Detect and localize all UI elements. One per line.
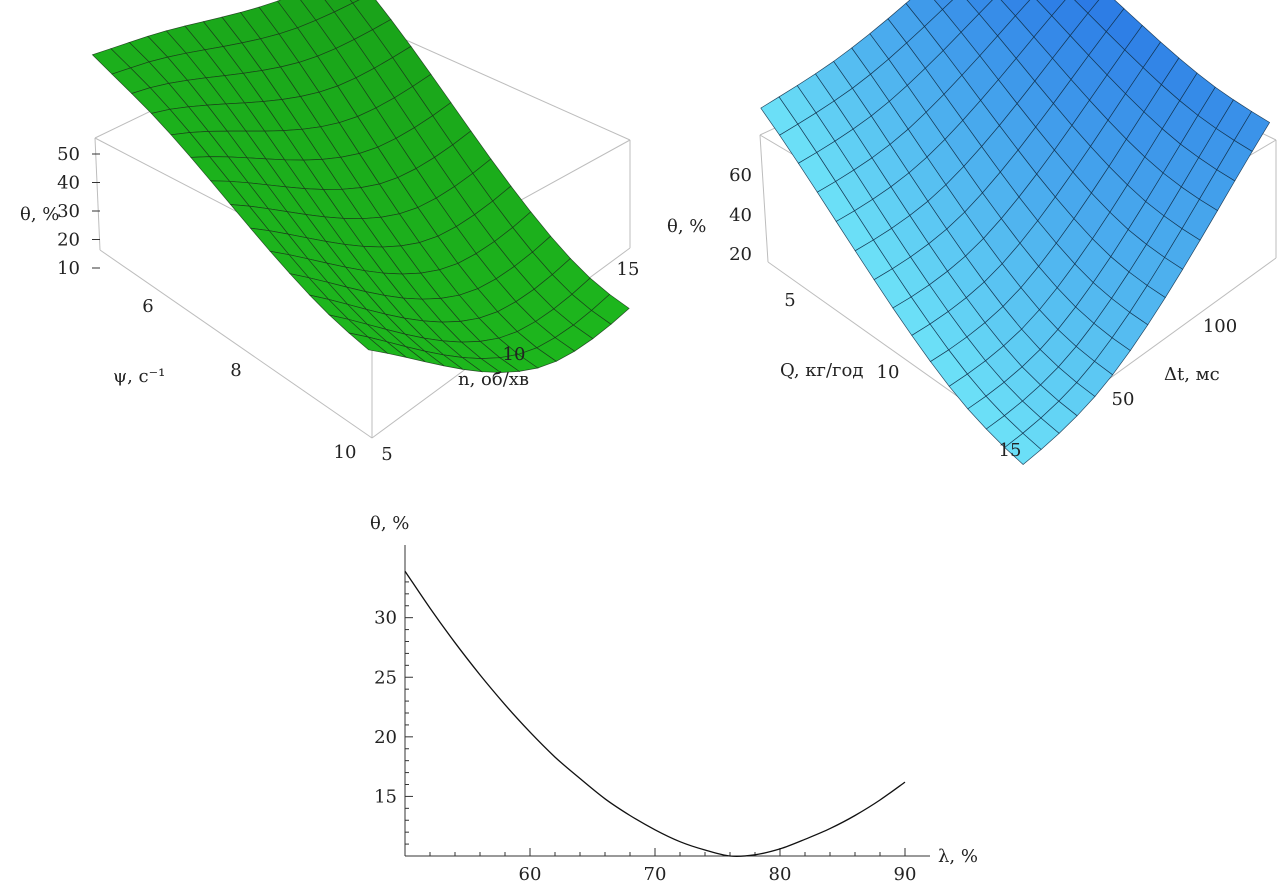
x-tick-label: 10 — [334, 442, 357, 463]
y-axis-label: θ, % — [370, 513, 409, 534]
y-axis-label: n, об/хв — [458, 369, 529, 390]
surface-chart-1: 10 20 30 40 50 6 8 10 5 10 15 θ, % ψ, с⁻¹ n, об/хв — [20, 0, 639, 465]
surface-mesh — [91, 0, 630, 373]
x-tick-label: 60 — [519, 864, 542, 881]
surface-patch — [348, 332, 389, 354]
chart2-ticks: 20 40 60 5 10 15 50 100 — [729, 165, 1237, 461]
z-tick-label: 40 — [57, 173, 80, 194]
y-tick-label: 20 — [374, 727, 397, 748]
x-axis-label: λ, % — [938, 846, 978, 867]
z-tick-label: 20 — [57, 230, 80, 251]
y-axis-label: Δt, мс — [1164, 364, 1220, 385]
z-tick-label: 40 — [729, 205, 752, 226]
x-tick-label: 8 — [230, 360, 241, 381]
y-tick-label: 15 — [374, 786, 397, 807]
z-tick-label: 50 — [57, 144, 80, 165]
y-tick-label: 30 — [374, 608, 397, 629]
x-tick-label: 10 — [877, 362, 900, 383]
chart3-ticks: 60 70 80 90 15 20 25 30 — [374, 581, 917, 881]
y-tick-label: 10 — [503, 344, 526, 365]
z-tick-label: 10 — [57, 258, 80, 279]
box-edge — [759, 134, 769, 263]
y-tick-label: 25 — [374, 667, 397, 688]
y-tick-label: 5 — [381, 444, 392, 465]
x-tick-label: 90 — [894, 864, 917, 881]
box-edge — [99, 249, 373, 439]
surface-patch — [1004, 432, 1042, 465]
box-edge — [94, 137, 101, 251]
z-axis-label: θ, % — [667, 216, 706, 237]
y-tick-label: 100 — [1203, 316, 1237, 337]
chart1-ticks: 10 20 30 40 50 6 8 10 5 10 15 — [57, 144, 639, 465]
x-tick-label: 70 — [644, 864, 667, 881]
x-axis-label: Q, кг/год — [780, 360, 863, 381]
x-tick-label: 80 — [769, 864, 792, 881]
x-tick-label: 5 — [784, 290, 795, 311]
z-tick-label: 30 — [57, 201, 80, 222]
z-tick-label: 20 — [729, 244, 752, 265]
surface-chart-2: 20 40 60 5 10 15 50 100 θ, % Q, кг/год Δt, мс — [667, 0, 1277, 465]
z-tick-label: 60 — [729, 165, 752, 186]
y-tick-label: 15 — [617, 259, 640, 280]
x-axis-label: ψ, с⁻¹ — [113, 366, 165, 387]
x-tick-label: 15 — [999, 440, 1022, 461]
series-line — [404, 570, 906, 857]
z-axis-label: θ, % — [20, 204, 59, 225]
line-chart: 60 70 80 90 15 20 25 30 θ, % λ, % — [370, 513, 978, 881]
x-tick-label: 6 — [142, 296, 153, 317]
y-tick-label: 50 — [1112, 389, 1135, 410]
surface-mesh — [760, 0, 1271, 465]
